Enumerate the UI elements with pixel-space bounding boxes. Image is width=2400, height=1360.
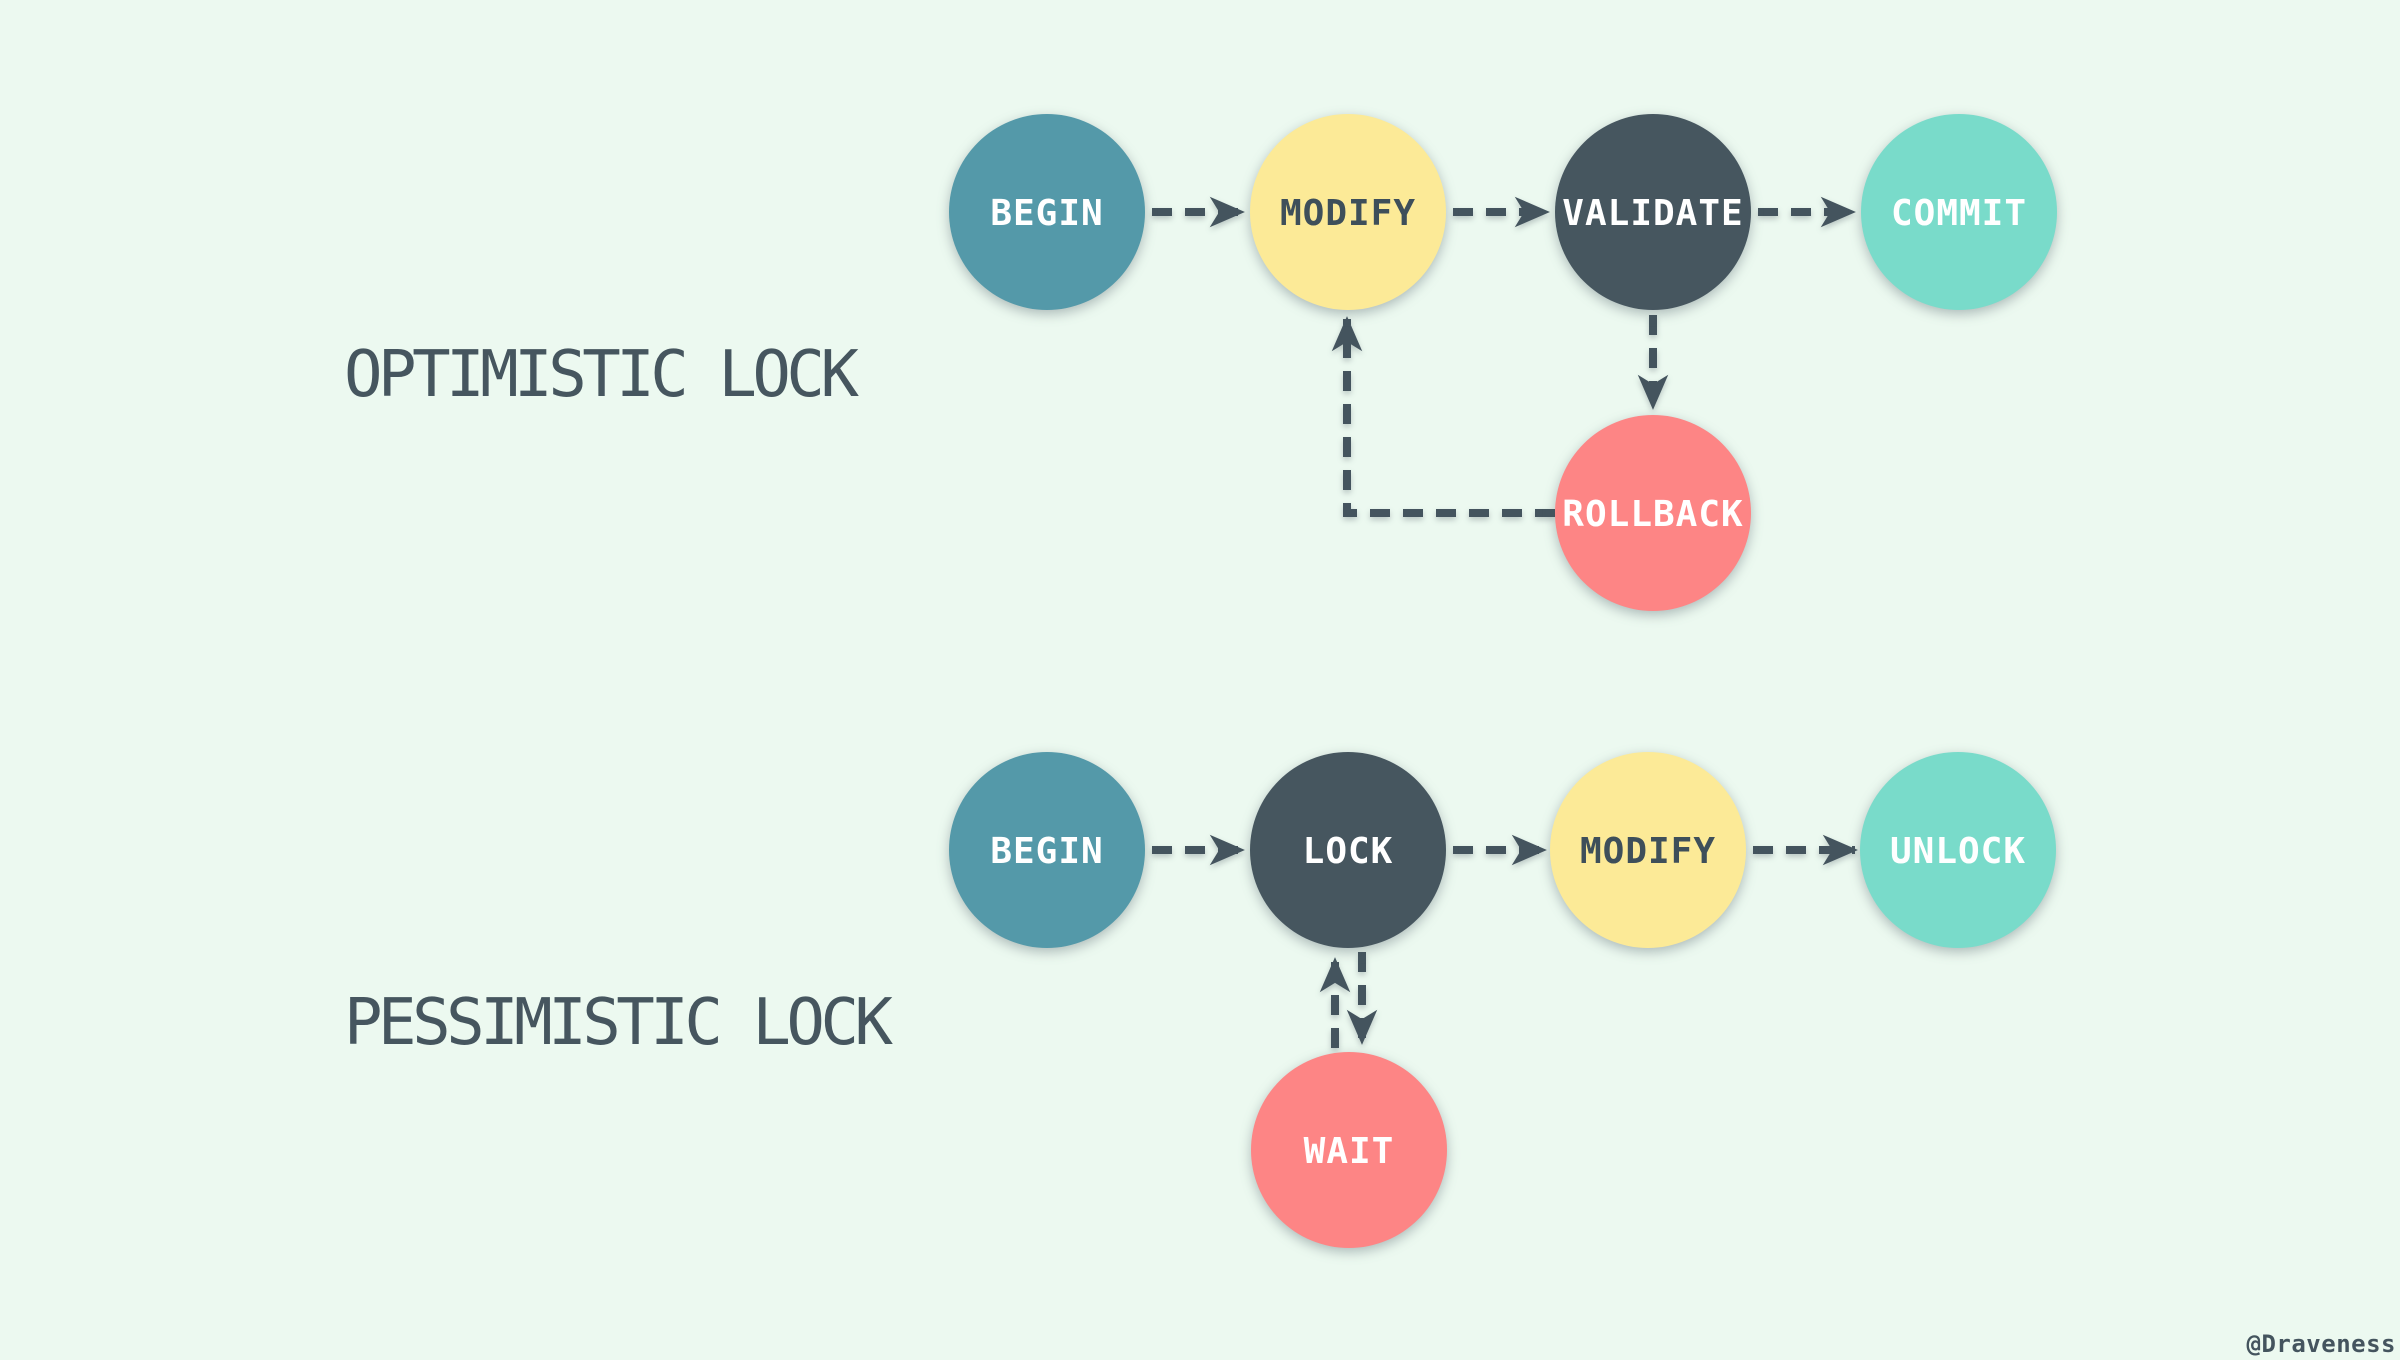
node-wait-label: WAIT (1304, 1131, 1395, 1172)
node-begin-optimistic-label: BEGIN (990, 193, 1103, 234)
node-unlock (1860, 752, 2056, 948)
optimistic-edges (1152, 196, 1856, 517)
node-validate (1555, 114, 1751, 310)
optimistic-lock-title: OPTIMISTIC LOCK (344, 338, 859, 412)
node-modify-optimistic (1250, 114, 1446, 310)
node-commit-label: COMMIT (1891, 193, 2027, 234)
pessimistic-lock-title: PESSIMISTIC LOCK (344, 986, 893, 1060)
watermark-credit: @Draveness (2247, 1330, 2397, 1358)
node-validate-label: VALIDATE (1562, 193, 1743, 234)
pessimistic-nodes: BEGIN LOCK MODIFY UNLOCK WAIT (949, 752, 2056, 1248)
node-begin-pessimistic-label: BEGIN (990, 831, 1103, 872)
node-rollback-label: ROLLBACK (1562, 494, 1743, 535)
optimistic-nodes: BEGIN MODIFY VALIDATE COMMIT ROLLBACK (949, 114, 2057, 611)
node-wait (1251, 1052, 1447, 1248)
node-lock (1250, 752, 1446, 948)
node-unlock-label: UNLOCK (1890, 831, 2026, 872)
node-begin-pessimistic (949, 752, 1145, 948)
node-commit (1861, 114, 2057, 310)
node-lock-label: LOCK (1303, 831, 1394, 872)
node-modify-optimistic-label: MODIFY (1280, 193, 1416, 234)
node-modify-pessimistic (1550, 752, 1746, 948)
node-modify-pessimistic-label: MODIFY (1580, 831, 1716, 872)
node-rollback (1555, 415, 1751, 611)
node-begin-optimistic (949, 114, 1145, 310)
edge-rollback-to-modify (1331, 316, 1555, 517)
pessimistic-edges (1152, 834, 1858, 1048)
